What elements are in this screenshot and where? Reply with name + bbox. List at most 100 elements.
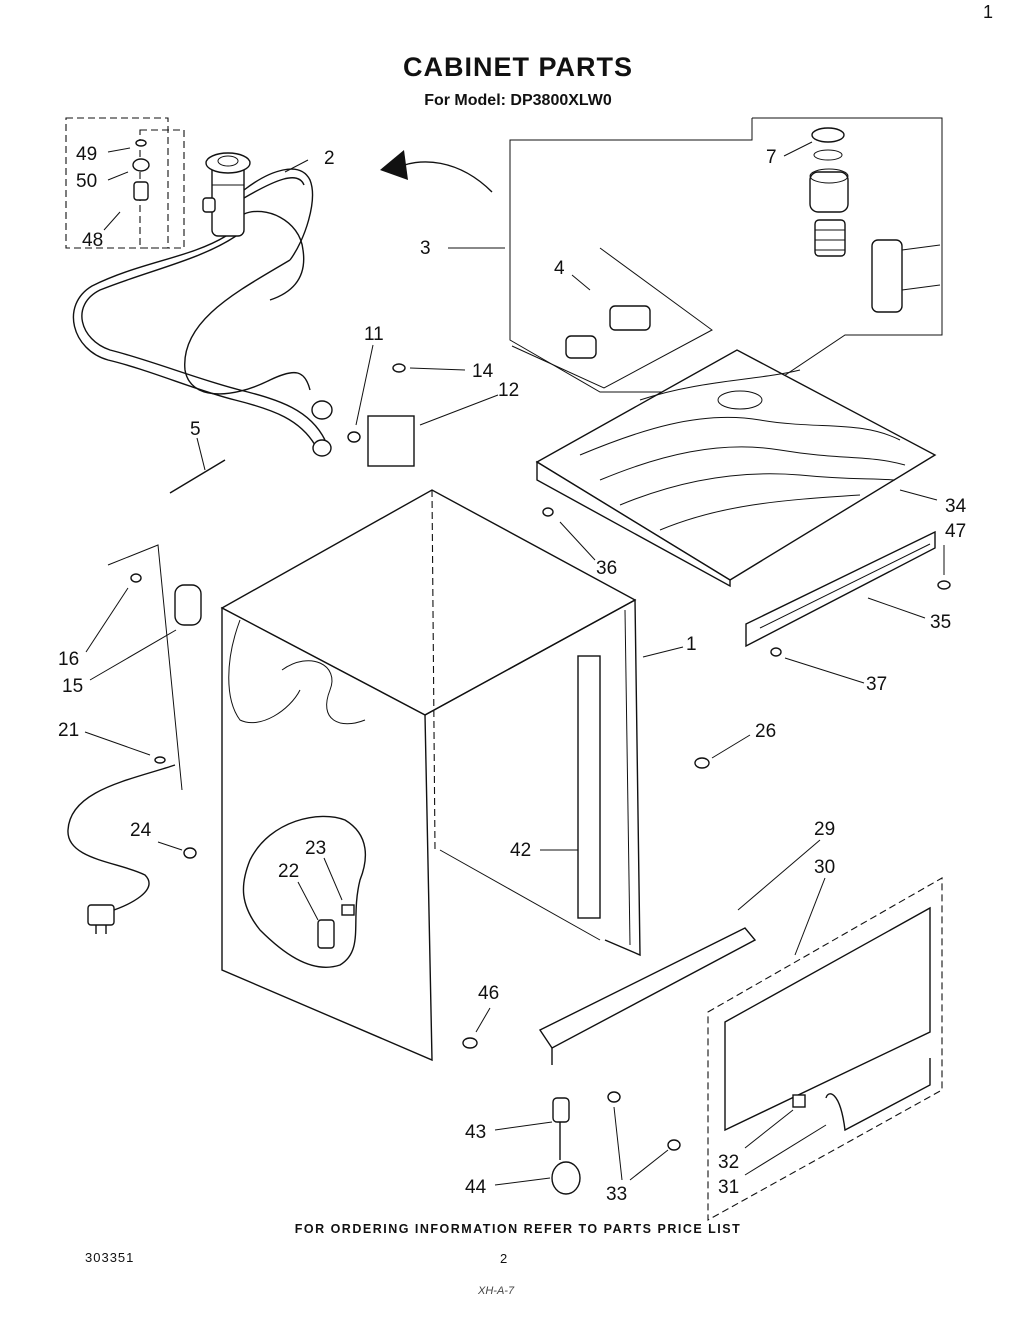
leader-26: [711, 734, 751, 759]
leader-22: [297, 881, 319, 921]
strain-relief-15: [174, 584, 202, 626]
callout-2: 2: [324, 148, 335, 169]
callout-24: 24: [130, 820, 152, 841]
clip-22: [317, 919, 335, 949]
wood-grain-1: [579, 416, 901, 456]
leader-7: [783, 141, 813, 157]
leveling-leg-43: [552, 1097, 570, 1123]
filter-cap: [809, 171, 849, 213]
wood-grain-2: [599, 446, 906, 481]
page-corner-number: 1: [983, 2, 994, 22]
callout-29: 29: [814, 819, 835, 840]
callout-30: 30: [814, 857, 835, 878]
tie-5: [169, 459, 226, 494]
screw-14: [392, 363, 406, 373]
callout-32: 32: [718, 1152, 739, 1173]
callout-11: 11: [364, 324, 384, 345]
leader-48: [103, 211, 121, 231]
valve-inlet: [217, 155, 239, 167]
cabinet-cord-path: [228, 619, 301, 724]
leader-30: [794, 877, 826, 956]
inlet-valve-group: [65, 117, 493, 457]
screw-24: [183, 847, 197, 859]
cabinet-cutout: [281, 660, 366, 725]
leader-37: [784, 657, 865, 684]
service-panel-group: [538, 877, 943, 1221]
callout-47: 47: [945, 521, 966, 542]
callout-21: 21: [58, 720, 79, 741]
direction-arrow-curve: [392, 161, 493, 193]
leader-31: [744, 1124, 827, 1176]
callout-43: 43: [465, 1122, 486, 1143]
clip-23: [341, 904, 355, 916]
leader-5: [196, 437, 206, 471]
leader-33a: [613, 1106, 623, 1181]
ordering-info-note: FOR ORDERING INFORMATION REFER TO PARTS …: [294, 1222, 742, 1236]
power-cord: [67, 764, 176, 913]
leader-12: [419, 394, 499, 426]
fill-hose-a-inner: [243, 177, 305, 199]
plug-4a: [565, 335, 597, 359]
screw-46: [462, 1037, 478, 1049]
leader-16: [85, 587, 129, 653]
rail-35-edge: [759, 543, 931, 629]
leader-46: [475, 1007, 491, 1033]
callout-4: 4: [554, 258, 565, 279]
cabinet-front-frame: [424, 598, 641, 957]
base-rail-29: [538, 927, 757, 1049]
screen-washer-49: [135, 139, 147, 147]
hose-coupling: [311, 400, 333, 420]
leader-44: [494, 1177, 551, 1186]
seal-ring: [813, 149, 843, 161]
cabinet-group: [220, 489, 641, 1062]
rail-35: [745, 530, 936, 648]
leader-4: [571, 274, 591, 291]
callout-42: 42: [510, 840, 531, 861]
callout-1: 1: [686, 634, 697, 655]
callout-14: 14: [472, 361, 494, 382]
callout-33: 33: [606, 1184, 627, 1205]
fill-hose-b: [243, 210, 305, 301]
callout-50: 50: [76, 171, 97, 192]
washer-50: [132, 158, 150, 172]
plug-4b: [609, 305, 651, 331]
fill-hose-a: [243, 168, 314, 261]
drain-hose-inner: [72, 235, 316, 446]
valve-port: [202, 197, 216, 213]
valve-cap: [205, 152, 251, 174]
leader-35: [867, 597, 926, 619]
drain-hose-outer: [81, 235, 326, 441]
access-cutaway: [242, 815, 366, 968]
leader-23: [323, 857, 343, 901]
callout-26: 26: [755, 721, 776, 742]
leader-34: [899, 489, 938, 501]
power-cord-group: [67, 544, 202, 934]
cabinet-side-panel: [221, 606, 433, 1062]
cabinet-base-edge: [439, 849, 601, 941]
callout-12: 12: [498, 380, 519, 401]
hose-loop: [184, 259, 311, 395]
leader-32: [744, 1109, 794, 1149]
screw-37: [770, 647, 782, 657]
leader-14: [409, 367, 466, 371]
leader-43: [494, 1121, 553, 1131]
wood-grain-5: [659, 494, 861, 531]
cabinet-front-inner: [624, 609, 631, 946]
wood-top-edge: [536, 460, 731, 588]
page-title: CABINET PARTS: [402, 52, 633, 82]
terminal-21: [154, 756, 166, 764]
power-plug: [87, 904, 115, 926]
callout-49: 49: [76, 144, 97, 165]
service-panel-box: [707, 877, 943, 1221]
hose-end: [312, 439, 332, 457]
washer-part: [133, 181, 149, 201]
top-panel-group: [535, 349, 937, 648]
caster-44: [551, 1161, 581, 1195]
ring-7: [811, 127, 845, 143]
wood-grain-3: [619, 473, 896, 506]
callout-48: 48: [82, 230, 103, 251]
callout-31: 31: [718, 1177, 739, 1198]
handwritten-note: XH-A-7: [478, 1285, 515, 1297]
cord-leader: [107, 544, 183, 791]
leader-29: [737, 839, 821, 911]
